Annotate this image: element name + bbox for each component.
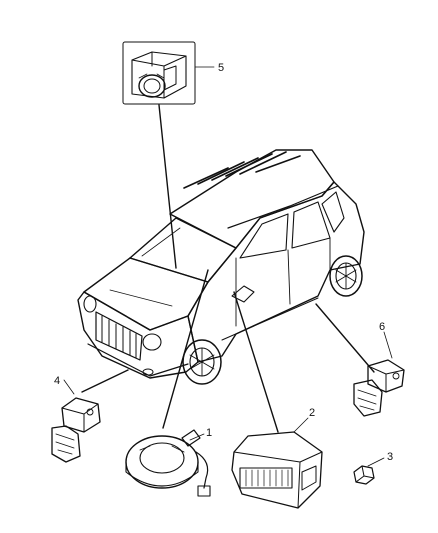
callout-3: 3 bbox=[387, 451, 393, 463]
leader-lines bbox=[81, 104, 375, 433]
callout-1: 1 bbox=[206, 427, 212, 439]
leader-2 bbox=[293, 417, 309, 433]
part-6-side-sensor bbox=[353, 359, 405, 417]
callout-2: 2 bbox=[309, 407, 315, 419]
callout-5: 5 bbox=[218, 62, 224, 74]
leader-1 bbox=[189, 433, 205, 441]
part-1-clockspring bbox=[125, 429, 211, 497]
vehicle-illustration bbox=[77, 149, 365, 385]
callout-6: 6 bbox=[379, 321, 385, 333]
part-3-nut bbox=[353, 465, 375, 485]
leader-4 bbox=[63, 379, 75, 395]
part-5-connector-inset bbox=[122, 41, 196, 105]
part-2-control-module bbox=[231, 431, 323, 509]
part-4-impact-sensor bbox=[51, 397, 101, 463]
callout-4: 4 bbox=[54, 375, 60, 387]
leader-3 bbox=[367, 457, 385, 467]
leader-6 bbox=[383, 331, 393, 359]
